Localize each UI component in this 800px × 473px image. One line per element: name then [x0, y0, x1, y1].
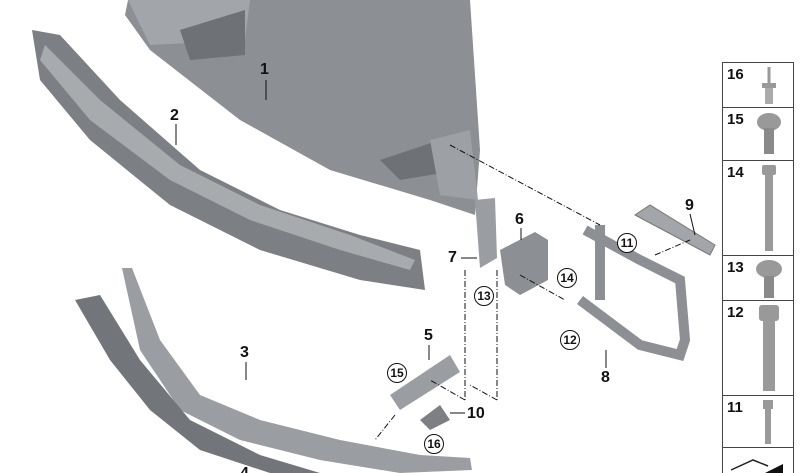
- callout-3: 3: [240, 344, 249, 361]
- fastener-13[interactable]: 13: [723, 256, 793, 301]
- part-10-clip[interactable]: [420, 405, 450, 430]
- callout-6: 6: [515, 211, 524, 228]
- fastener-11[interactable]: 11: [723, 396, 793, 448]
- part-6-bracket[interactable]: [500, 232, 548, 295]
- circled-callout-13: 13: [474, 286, 494, 306]
- part-5-bracket[interactable]: [390, 355, 460, 410]
- callout-4: 4: [240, 466, 249, 473]
- circled-callout-14: 14: [557, 268, 577, 288]
- part-8-frame[interactable]: [577, 225, 691, 361]
- callout-leaders: [175, 80, 696, 414]
- callout-5: 5: [424, 327, 433, 344]
- short-bolt-icon: [763, 400, 773, 444]
- fastener-16[interactable]: 16: [723, 63, 793, 108]
- part-2-absorber[interactable]: [32, 30, 425, 290]
- part-1-bumper-carrier[interactable]: [125, 0, 480, 215]
- hex-bolt-icon: [759, 305, 779, 391]
- circled-callout-15: 15: [387, 363, 407, 383]
- callout-1: 1: [260, 61, 269, 78]
- arrow-card[interactable]: [723, 448, 793, 473]
- torx-screw-icon: [757, 113, 781, 154]
- circled-callout-12: 12: [560, 330, 580, 350]
- fastener-14[interactable]: 14: [723, 161, 793, 256]
- assembly-lines: [374, 144, 691, 441]
- arrow-icon: [730, 459, 783, 473]
- fastener-panel: 16 15 14 13 12 11: [722, 62, 794, 473]
- fastener-number: 13: [727, 259, 744, 276]
- fastener-number: 12: [727, 304, 744, 321]
- rivet-icon: [762, 67, 776, 104]
- long-hex-bolt-icon: [762, 165, 776, 251]
- fastener-number: 16: [727, 66, 744, 83]
- part-9-bracket[interactable]: [634, 204, 716, 256]
- callout-7: 7: [448, 249, 457, 266]
- callout-2: 2: [170, 107, 179, 124]
- washer-screw-icon: [756, 260, 782, 298]
- part-7-bracket[interactable]: [475, 198, 497, 268]
- fastener-number: 11: [727, 399, 743, 416]
- fastener-12[interactable]: 12: [723, 301, 793, 396]
- fastener-number: 15: [727, 111, 744, 128]
- part-3-lower-trim[interactable]: [75, 268, 472, 473]
- callout-10: 10: [467, 405, 485, 422]
- fastener-number: 14: [727, 164, 744, 181]
- fastener-15[interactable]: 15: [723, 108, 793, 161]
- callout-9: 9: [685, 197, 694, 214]
- circled-callout-16: 16: [424, 434, 444, 454]
- circled-callout-11: 11: [617, 233, 637, 253]
- callout-8: 8: [601, 369, 610, 386]
